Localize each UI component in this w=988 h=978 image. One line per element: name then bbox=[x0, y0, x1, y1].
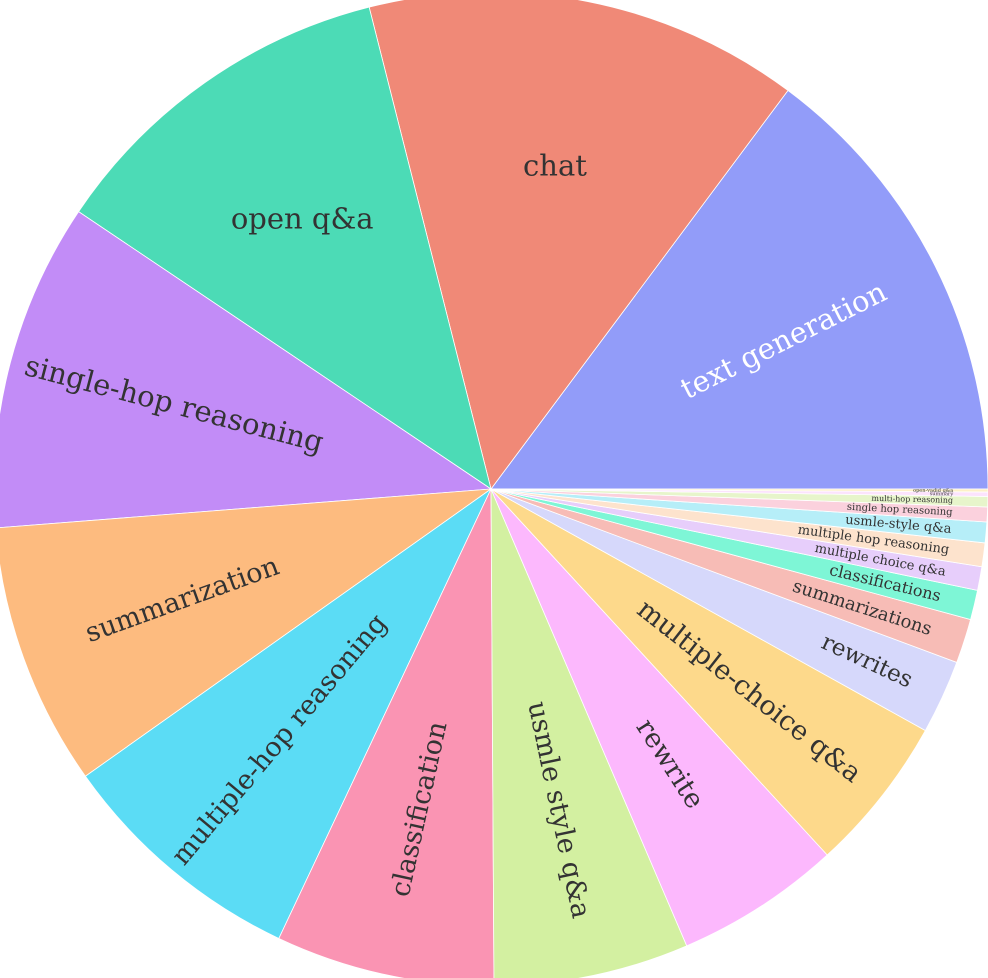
pie-label-single-hop-reasoning: single hop reasoning bbox=[847, 502, 954, 518]
pie-label-open-vadid-qanda: open-vadid q&a bbox=[913, 488, 953, 494]
pie-label-open-qanda: open q&a bbox=[231, 202, 374, 236]
pie-slice-usmle-style-qanda bbox=[490, 488, 688, 978]
pie-slice-rewrite bbox=[490, 488, 828, 947]
pie-label-chat: chat bbox=[523, 148, 587, 182]
pie-label-multi-hop-reasoning: multi-hop reasoning bbox=[871, 494, 953, 505]
pie-slice-classification bbox=[278, 488, 495, 978]
pie-slice-open-qanda bbox=[78, 6, 492, 490]
pie-slice-summarization bbox=[0, 488, 493, 777]
pie-slice-single-hop-reasoning bbox=[0, 211, 493, 529]
pie-slice-chat bbox=[368, 0, 789, 490]
pie-slice-multiple-hop-reasoning bbox=[84, 487, 493, 939]
pie-label-summary: summary bbox=[930, 491, 954, 497]
pie-slice-multiple-choice-qanda bbox=[490, 488, 926, 856]
pie-slice-text-generation bbox=[490, 89, 988, 490]
